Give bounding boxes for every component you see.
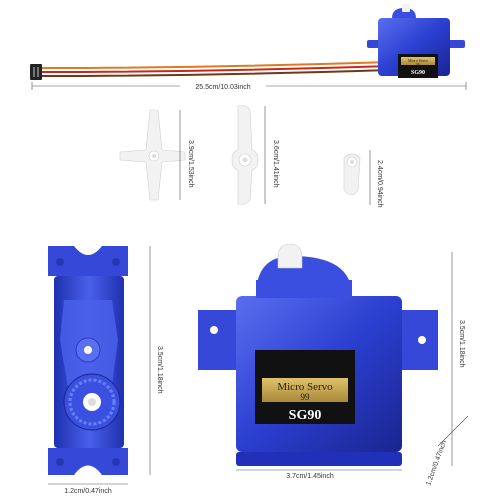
side-width-label: 1.2cm/0.47inch bbox=[64, 488, 112, 495]
cable-connector bbox=[30, 64, 42, 80]
side-shaft-hole bbox=[84, 346, 92, 354]
side-top-tab bbox=[48, 246, 128, 276]
servo-cable bbox=[30, 61, 391, 80]
horn-medium-dimension: 3.6cm/1.41inch bbox=[264, 106, 279, 204]
horn-long-label: 3.9cm/1.53inch bbox=[187, 140, 194, 188]
front-depth-label: 1.2cm/0.47inch bbox=[425, 440, 448, 487]
small-servo-label-line2: 99 bbox=[417, 62, 421, 66]
front-height-label: 3.5cm/1.18inch bbox=[458, 320, 465, 368]
front-output-shaft bbox=[277, 243, 303, 269]
side-height-label: 3.5cm/1.18inch bbox=[156, 346, 163, 394]
servo-side-view bbox=[48, 246, 128, 475]
horn-medium-label: 3.6cm/1.41inch bbox=[272, 140, 279, 188]
side-width-dimension: 1.2cm/0.47inch bbox=[48, 483, 128, 495]
wire-red bbox=[41, 65, 391, 73]
small-servo-shaft bbox=[402, 4, 410, 12]
front-label-model: SG90 bbox=[289, 408, 322, 423]
front-label-line1: Micro Servo bbox=[277, 381, 333, 393]
cable-length-label: 25.5cm/10.03inch bbox=[195, 84, 250, 91]
small-servo: Micro Servo 99 SG90 bbox=[367, 4, 465, 78]
wire-orange bbox=[41, 61, 391, 69]
horn-short-label: 2.4cm/0.94inch bbox=[376, 160, 383, 208]
horn-short-dimension: 2.4cm/0.94inch bbox=[369, 150, 383, 208]
front-height-dimension: 3.5cm/1.18inch bbox=[451, 252, 465, 466]
servo-horn-short bbox=[343, 153, 361, 196]
front-width-dimension: 3.7cm/1.45inch bbox=[236, 469, 402, 480]
small-servo-label-line1: Micro Servo bbox=[408, 58, 428, 63]
small-servo-model: SG90 bbox=[411, 70, 425, 76]
servo-front-view: Micro Servo 99 SG90 bbox=[198, 243, 438, 466]
connector-pin bbox=[37, 67, 39, 77]
connector-pin bbox=[33, 67, 35, 77]
front-label-gold bbox=[262, 378, 348, 402]
wire-brown bbox=[41, 69, 391, 77]
front-width-label: 3.7cm/1.45inch bbox=[286, 473, 334, 480]
front-depth-dimension: 1.2cm/0.47inch bbox=[425, 415, 469, 487]
side-height-dimension: 3.5cm/1.18inch bbox=[149, 246, 163, 475]
side-bottom-tab bbox=[48, 448, 128, 475]
horn-long-dimension: 3.9cm/1.53inch bbox=[179, 110, 194, 200]
front-label-line2: 99 bbox=[301, 392, 311, 402]
servo-horn-medium bbox=[231, 105, 259, 205]
servo-horn-long bbox=[119, 109, 186, 201]
front-left-tab bbox=[198, 310, 238, 370]
small-servo-label-gold bbox=[401, 57, 435, 65]
cable-dimension: 25.5cm/10.03inch bbox=[31, 81, 467, 91]
